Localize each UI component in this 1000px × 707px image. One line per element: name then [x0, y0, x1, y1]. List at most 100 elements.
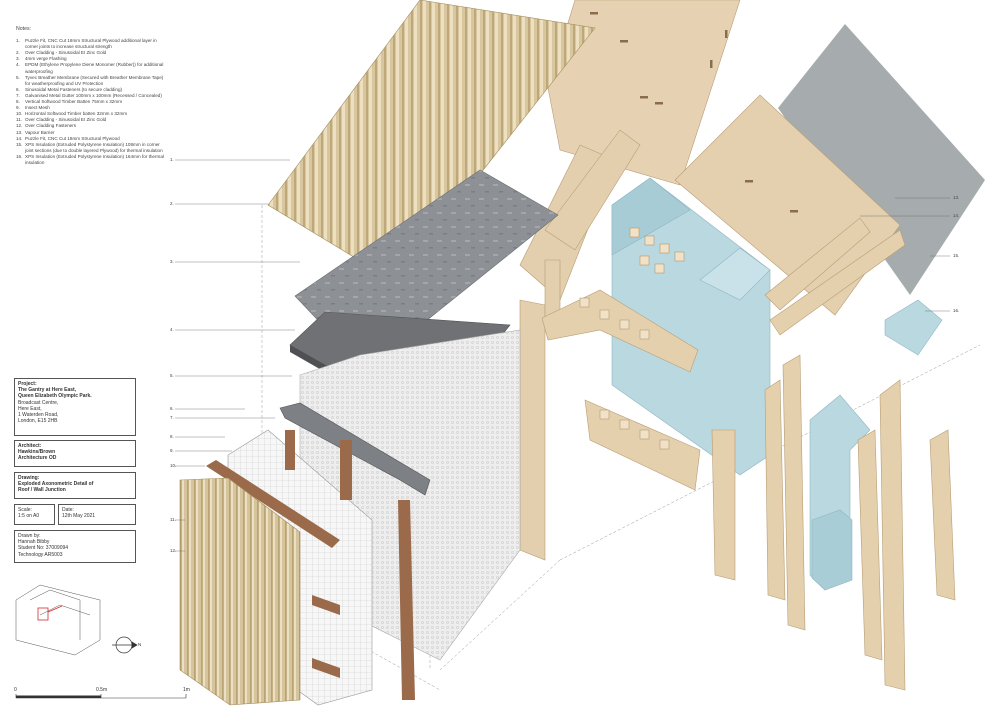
key-plan-thumbnail	[15, 584, 101, 656]
scale-value: 1:5 on A0	[18, 513, 40, 520]
architect-name-2: Architecture OD	[18, 455, 57, 462]
roof-zinc-gold-cladding	[267, 0, 596, 283]
callout-number: 2.	[170, 201, 174, 206]
note-number: 13.	[16, 129, 23, 135]
drawing-title-2: Roof / Wall Junction	[18, 487, 66, 494]
architect-name-1: Hawkins/Brown	[18, 449, 56, 456]
note-text: Sinusoidal Metal Fasteners (to secure cl…	[25, 86, 123, 92]
date-label: Date:	[62, 507, 74, 513]
note-number: 3.	[16, 56, 20, 62]
note-item: 6.Sinusoidal Metal Fasteners (to secure …	[16, 87, 166, 93]
note-number: 12.	[16, 123, 23, 129]
note-number: 4.	[16, 62, 20, 68]
north-arrow-icon	[112, 636, 138, 654]
timber-battens	[206, 430, 415, 700]
scale-bar	[15, 694, 187, 699]
note-number: 14.	[16, 135, 23, 141]
callout-number: 8.	[170, 434, 174, 439]
note-text: Puzzle Fit, CNC Cut 18mm Structural Plyw…	[25, 135, 120, 141]
note-item: 1. Puzzle Fit, CNC Cut 18mm Structural Pl…	[16, 38, 166, 50]
drawing-label: Drawing:	[18, 475, 40, 481]
scale-zero-label: 0	[14, 687, 17, 693]
scale-box: Scale: 1:5 on A0	[14, 504, 55, 525]
north-label: N	[138, 642, 142, 647]
address-line: Here East,	[18, 405, 42, 412]
note-item: 15.XPS Insulation (Extruded Polystyrene …	[16, 142, 166, 154]
drawn-by-label: Drawn by:	[18, 533, 41, 539]
note-number: 9.	[16, 105, 20, 111]
roof-plywood-panel-lower	[674, 94, 901, 316]
callout-number: 11.	[170, 517, 176, 522]
note-text: XPS Insulation (Extruded Polystyrene Ins…	[25, 141, 163, 153]
notes-heading: Notes:	[16, 26, 31, 32]
note-number: 2.	[16, 50, 20, 56]
note-number: 8.	[16, 99, 20, 105]
callout-number: 3.	[170, 259, 174, 264]
puzzle-joint-tabs	[579, 227, 685, 450]
date-box: Date: 12th May 2021	[58, 504, 136, 525]
drawn-by-name: Hannah Bibby	[18, 539, 50, 546]
note-number: 16.	[16, 153, 23, 159]
note-number: 5.	[16, 74, 20, 80]
notes-list: 1. Puzzle Fit, CNC Cut 18mm Structural Pl…	[16, 38, 166, 166]
note-number: 1.	[16, 38, 20, 44]
project-box: Project: The Gantry at Here East, Queen …	[14, 378, 136, 436]
note-number: 10.	[16, 111, 23, 117]
note-text: Over Cladding - Sinusoidal EI Zinc Gold	[25, 117, 107, 123]
callout-number: 12.	[170, 548, 177, 553]
note-text: Puzzle Fit, CNC Cut 18mm Structural Plyw…	[25, 38, 157, 50]
callout-number: 5.	[170, 373, 174, 378]
note-item: 7. Galvanised Metal Gutter 100mm x 100mm …	[16, 93, 166, 99]
plywood-frames-right	[541, 217, 956, 691]
wall-zinc-gold-cladding	[179, 477, 301, 706]
scale-half-label: 0.5m	[96, 687, 108, 693]
note-text: XPS Insulation (Extruded Polystyrene Ins…	[25, 153, 164, 165]
note-text: Vapour Barrier	[25, 129, 55, 135]
notes-panel: Notes: 1. Puzzle Fit, CNC Cut 18mm Struct…	[16, 26, 166, 166]
note-item: 13.Vapour Barrier	[16, 130, 166, 136]
note-number: 7.	[16, 92, 20, 98]
callout-number: 7.	[170, 415, 174, 420]
leader-lines	[175, 159, 950, 552]
date-value: 12th May 2021	[62, 513, 96, 520]
scale-one-label: 1m	[183, 687, 190, 693]
note-text: Tyvec Breather Membrane (Secured with Br…	[25, 74, 164, 86]
callout-number: 4.	[170, 327, 174, 332]
galvanised-gutter	[279, 402, 431, 496]
note-item: 16.XPS Insulation (Extruded Polystyrene …	[16, 154, 166, 166]
callout-number: 6.	[170, 406, 174, 411]
project-name-1: The Gantry at Here East,	[18, 387, 77, 394]
drawing-box: Drawing: Exploded Axonometric Detail of …	[14, 472, 136, 499]
note-text: Horizontal Softwood Timber batten 32mm x…	[25, 111, 128, 117]
address-line: Broadcast Centre,	[18, 399, 59, 406]
address-line: London, E15 2HB	[18, 418, 58, 425]
note-item: 11.Over Cladding - Sinusoidal EI Zinc Go…	[16, 117, 166, 123]
note-number: 11.	[16, 117, 23, 123]
student-number: Student No: 37009094	[18, 545, 69, 552]
note-text: Insect Mesh	[25, 105, 50, 111]
note-item: 5. Tyvec Breather Membrane (Secured with …	[16, 75, 166, 87]
callout-number: 16.	[953, 308, 960, 313]
note-item: 4.EPDM (Ethylene Propylene Diene Monomer…	[16, 62, 166, 74]
callout-number: 15.	[953, 253, 960, 258]
project-label: Project:	[18, 381, 37, 387]
note-item: 10.Horizontal Softwood Timber batten 32m…	[16, 111, 166, 117]
note-text: Vertical Softwood Timber Batten 75mm x 3…	[25, 99, 123, 105]
note-item: 8. Vertical Softwood Timber Batten 75mm x…	[16, 99, 166, 105]
roof-plywood-panel	[547, 0, 741, 186]
module-code: Technology AR5003	[18, 551, 63, 558]
note-text: Galvanised Metal Gutter 100mm x 100mm (R…	[25, 92, 162, 98]
drawn-by-box: Drawn by: Hannah Bibby Student No: 37009…	[14, 530, 136, 563]
note-item: 12.Over Cladding Fasteners	[16, 123, 166, 129]
scale-label: Scale:	[18, 507, 32, 513]
address-line: 1 Waterden Road,	[18, 412, 59, 419]
xps-insulation-blocks	[611, 177, 943, 591]
callout-number: 10.	[170, 463, 177, 468]
note-text: 4mm verge Flashing	[25, 56, 67, 62]
architect-label: Architect:	[18, 443, 42, 449]
callout-number: 14.	[953, 213, 960, 218]
callout-number: 9.	[170, 448, 174, 453]
note-item: 2. Over Cladding - Sinusoidal EI Zinc Gol…	[16, 50, 166, 56]
note-text: Over Cladding - Sinusoidal EI Zinc Gold	[25, 50, 107, 56]
